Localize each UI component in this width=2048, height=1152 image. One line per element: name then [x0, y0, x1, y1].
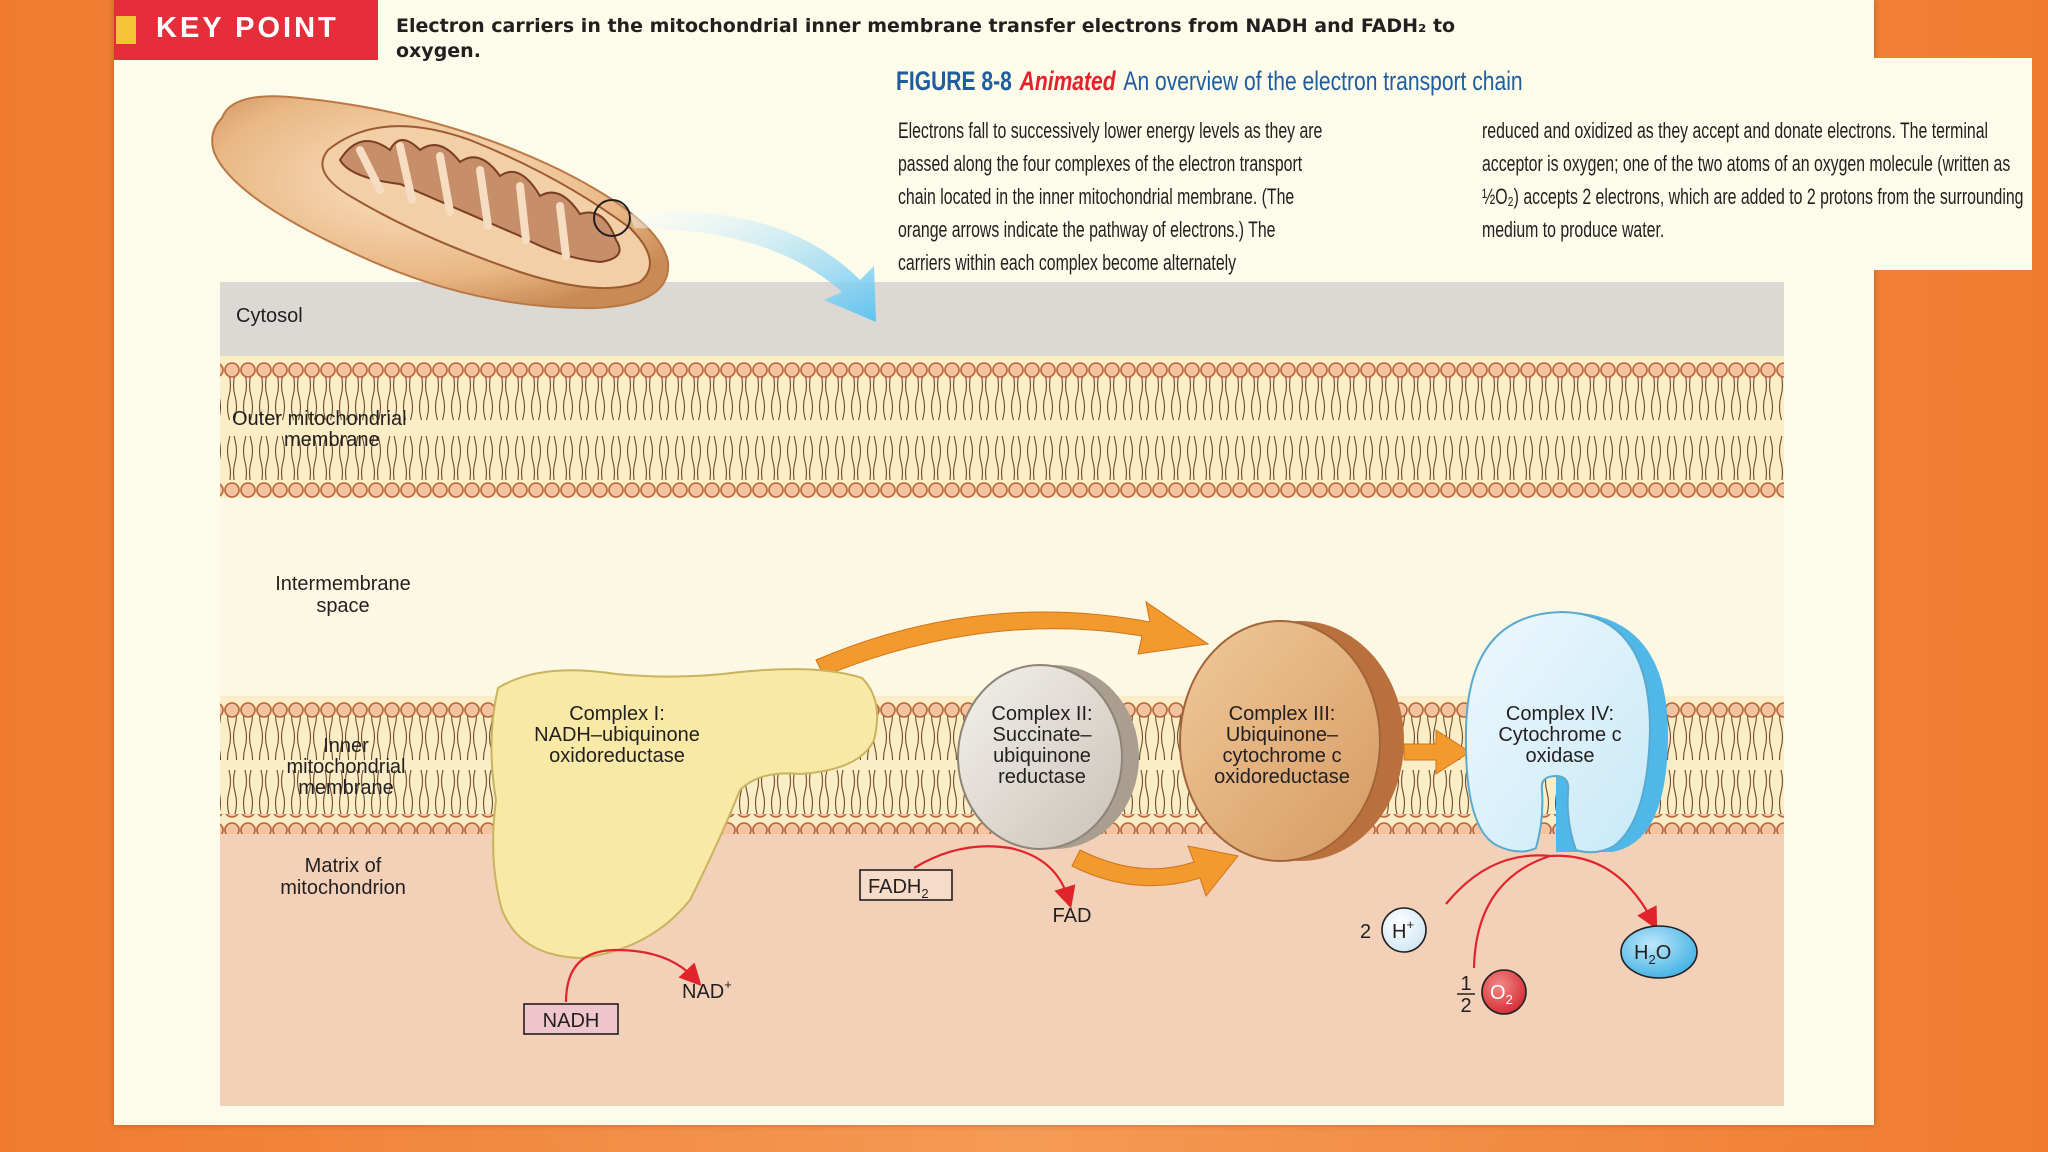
water-bubble: [1620, 925, 1698, 979]
figure-number: FIGURE 8-8: [896, 66, 1012, 96]
nadh-box: [523, 1003, 619, 1035]
key-point-marker: [116, 16, 136, 44]
complex-2-label-2: Succinate–: [993, 724, 1093, 746]
caption-column-2: reduced and oxidized as they accept and …: [1482, 118, 2024, 242]
complex-4-label-2: Cytochrome c: [1498, 724, 1621, 746]
outer-membrane-heads-top: [220, 362, 1784, 382]
complex-3-label-4: oxidoreductase: [1214, 766, 1350, 788]
fadh2-label: FADH2: [868, 876, 929, 901]
complex-2-label-3: ubiquinone: [993, 745, 1091, 767]
key-point-tab: [114, 0, 378, 60]
complex-4-label-3: oxidase: [1526, 745, 1595, 767]
cytosol-label: Cytosol: [236, 305, 303, 327]
oxygen-label: O2: [1490, 982, 1513, 1007]
nad-label: NAD+: [682, 977, 732, 1003]
intermembrane-label-1: Intermembrane: [275, 573, 411, 595]
key-point-label: KEY POINT: [156, 12, 339, 44]
oxygen-reaction-arrow: [1472, 854, 1658, 969]
electron-arrow-complex-3-to-4: [1403, 729, 1471, 775]
intermembrane-label-2: space: [316, 595, 369, 617]
complex-1-shape: [490, 668, 879, 960]
half-denominator: 2: [1460, 995, 1471, 1017]
complex-4-label-1: Complex IV:: [1506, 703, 1614, 725]
outer-membrane-tails-top: [220, 376, 1784, 420]
proton-coefficient: 2: [1360, 921, 1371, 943]
figure-description: An overview of the electron transport ch…: [1123, 66, 1523, 96]
matrix-label-1: Matrix of: [305, 855, 382, 877]
caption-panel: [880, 58, 2032, 270]
complex-3-shape: [1179, 620, 1381, 862]
water-label: H2O: [1634, 942, 1671, 967]
nadh-label: NADH: [543, 1010, 600, 1032]
caption-column-1: Electrons fall to successively lower ene…: [898, 118, 1323, 275]
complex-2-label-4: reductase: [998, 766, 1086, 788]
complex-2-label-1: Complex II:: [991, 703, 1092, 725]
electron-arrow-complex-2-to-3: [1071, 845, 1239, 898]
outer-membrane-tails-bottom: [220, 436, 1784, 480]
cytosol-region: [220, 282, 1784, 356]
complex-3-label-3: cytochrome c: [1223, 745, 1342, 767]
fad-label: FAD: [1053, 905, 1092, 927]
complex-3-label-1: Complex III:: [1229, 703, 1336, 725]
complex-4-shape: [1464, 610, 1652, 854]
proton-label: H+: [1392, 917, 1414, 943]
fadh2-box: [859, 869, 953, 901]
complex-1-label-3: oxidoreductase: [549, 745, 685, 767]
electron-arrow-complex-1-to-3: [815, 600, 1210, 677]
matrix-region: [220, 826, 1784, 1106]
complex-2-shape: [957, 664, 1123, 850]
mitochondrion-illustration: [211, 95, 670, 310]
key-point-text: Electron carriers in the mitochondrial i…: [396, 15, 1456, 62]
matrix-label-2: mitochondrion: [280, 877, 406, 899]
inner-membrane-label-2: mitochondrial: [287, 756, 406, 778]
zoom-arrow: [630, 211, 876, 322]
outer-membrane-heads-bottom: [220, 480, 1784, 500]
proton-bubble: [1381, 907, 1427, 953]
outer-membrane-label-1: Outer mitochondrial: [232, 408, 407, 430]
inner-membrane-label-3: membrane: [298, 777, 394, 799]
oxygen-bubble: [1481, 969, 1527, 1015]
outer-membrane-label-2: membrane: [284, 429, 380, 451]
complex-1-label-1: Complex I:: [569, 703, 665, 725]
complex-1-label-2: NADH–ubiquinone: [534, 724, 700, 746]
fadh2-reaction-arrow: [913, 845, 1076, 909]
inner-membrane-label-1: Inner: [323, 735, 369, 757]
half-numerator: 1: [1460, 973, 1471, 995]
nadh-reaction-arrow: [564, 948, 702, 1003]
proton-reaction-arrow: [1445, 854, 1551, 905]
figure-animated-tag[interactable]: Animated: [1019, 66, 1116, 96]
complex-3-label-2: Ubiquinone–: [1226, 724, 1339, 746]
